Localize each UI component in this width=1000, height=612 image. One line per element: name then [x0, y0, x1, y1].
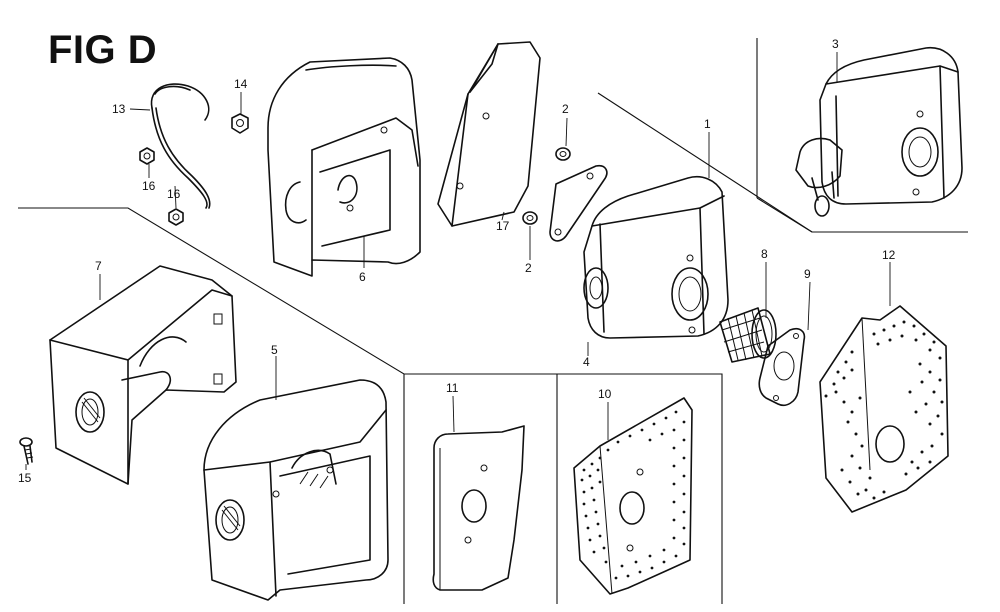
perforated-plate-10 [573, 397, 693, 595]
figure-title: FIG D [48, 28, 158, 72]
callout-9: 9 [804, 267, 811, 281]
callout-10: 10 [598, 387, 612, 401]
callout-11: 11 [446, 381, 459, 395]
gasket-plate [549, 164, 608, 242]
gasket-9 [758, 327, 806, 407]
nut-14 [231, 113, 249, 134]
callout-3: 3 [832, 37, 839, 51]
plate-11 [432, 425, 525, 591]
callout-4: 4 [583, 355, 590, 369]
callout-13: 13 [112, 102, 126, 116]
callout-8: 8 [761, 247, 768, 261]
nut-2-upper [555, 147, 571, 161]
callout-2-upper: 2 [562, 102, 569, 116]
wire-clip-13 [150, 83, 211, 209]
screw-15 [19, 437, 34, 465]
callout-12: 12 [882, 248, 896, 262]
protector-5 [203, 379, 389, 601]
callout-1: 1 [704, 117, 711, 131]
callout-17: 17 [496, 219, 510, 233]
callout-6: 6 [359, 270, 366, 284]
callout-14: 14 [234, 77, 248, 91]
perforation-dots-10 [580, 410, 686, 580]
nut-2-lower [522, 211, 538, 225]
muffler-assembly-3 [795, 47, 963, 217]
callout-16-upper: 16 [142, 179, 156, 193]
leader-lines [25, 52, 891, 470]
nut-16-lower [168, 208, 184, 226]
perforated-plate-12 [819, 305, 949, 513]
nut-16-upper [139, 147, 155, 165]
protector-7 [49, 265, 237, 485]
group-separator-lines [18, 38, 968, 604]
callout-2-lower: 2 [525, 261, 532, 275]
bracket-17 [437, 41, 541, 227]
callout-15: 15 [18, 471, 32, 485]
perforation-dots-12 [824, 320, 944, 500]
spark-arrester-screen-8 [719, 307, 777, 363]
air-cleaner-case-1 [583, 176, 729, 339]
callout-16-lower: 16 [167, 187, 181, 201]
protector-6 [267, 57, 421, 277]
callout-5: 5 [271, 343, 278, 357]
callout-7: 7 [95, 259, 102, 273]
